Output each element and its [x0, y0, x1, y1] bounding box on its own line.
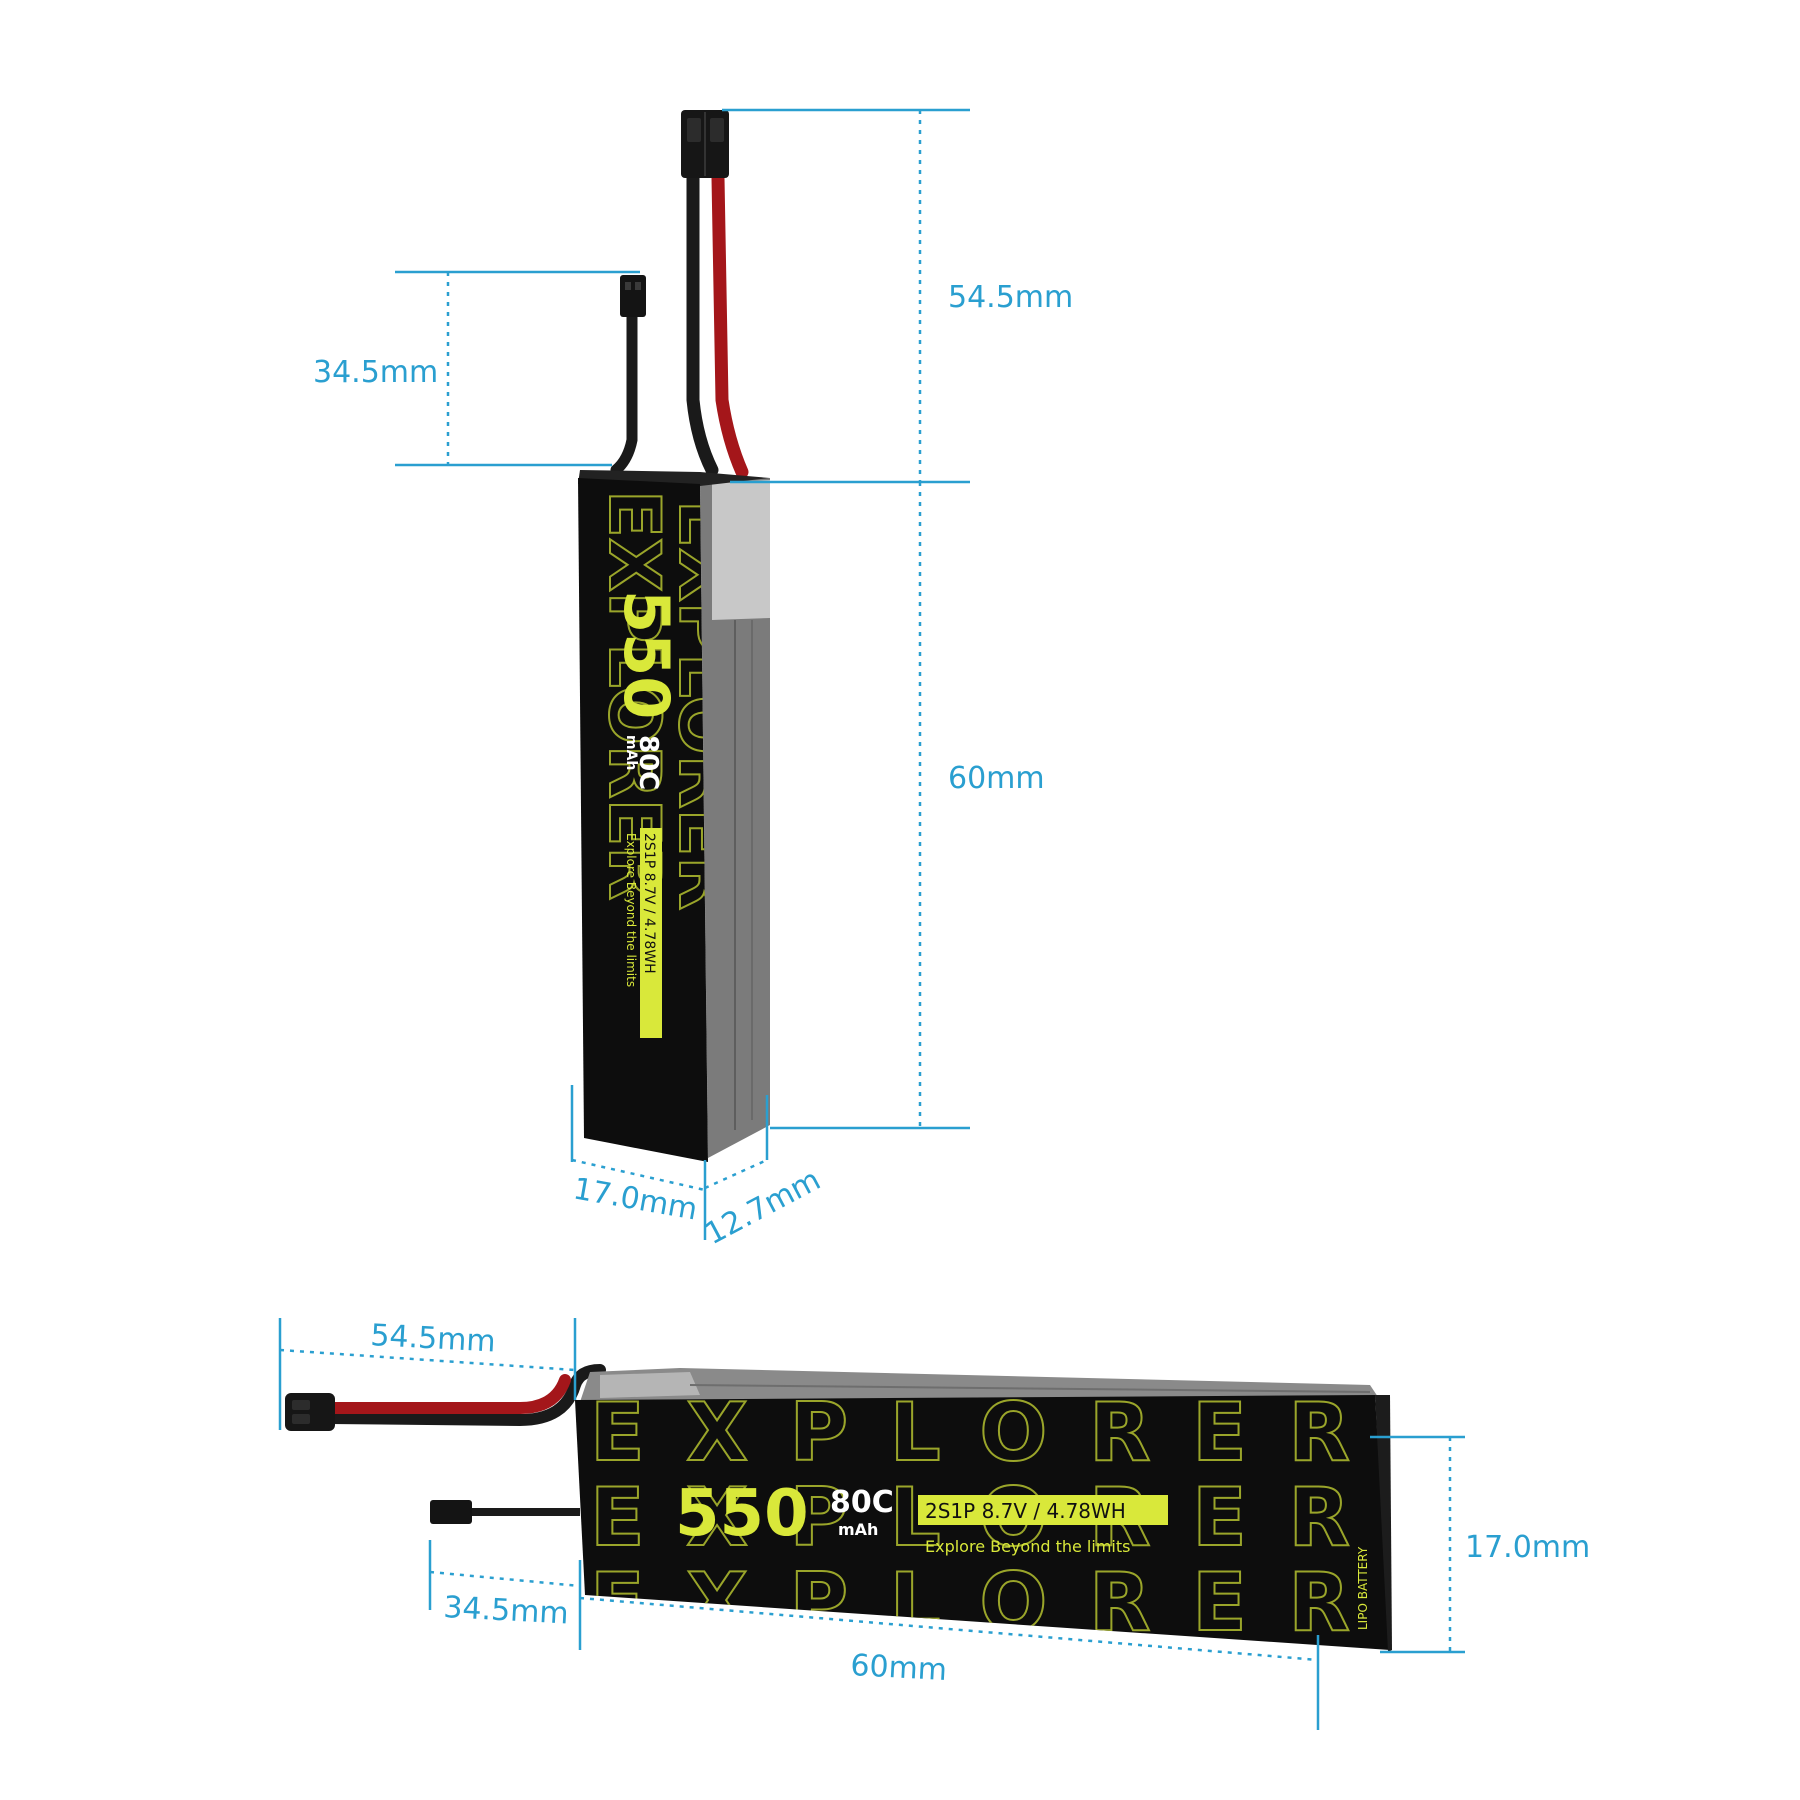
horizontal-main-lead-length: 54.5mm	[370, 1318, 497, 1360]
horizontal-height: 17.0mm	[1465, 1530, 1590, 1565]
balance-connector	[620, 275, 646, 317]
horizontal-dimensions	[278, 1318, 1465, 1730]
balance-lead-wire	[610, 310, 638, 476]
main-lead-black-wire	[686, 171, 719, 477]
vertical-battery-view: EXPLORER EXPLORER EXPLORER 550 80C mAh 2…	[578, 110, 770, 1162]
main-lead-red-wire	[711, 171, 749, 479]
h-slogan: Explore Beyond the limits	[925, 1537, 1130, 1556]
h-capacity: 550	[675, 1477, 809, 1551]
front-capacity-unit: mAh	[623, 735, 639, 770]
vertical-thickness: 12.7mm	[699, 1162, 826, 1252]
main-connector	[681, 110, 729, 178]
front-c-rating: 80C	[633, 735, 663, 790]
front-spec: 2S1P 8.7V / 4.78WH	[641, 833, 657, 974]
h-c-rating: 80C	[830, 1485, 894, 1520]
front-spec-tag	[640, 828, 662, 1038]
h-battery-top-face	[580, 1368, 1380, 1402]
front-capacity: 550	[610, 590, 683, 719]
horizontal-battery-view: EXPLORER EXPLORER EXPLORER 550 80C mAh 2…	[285, 1364, 1392, 1652]
battery-front-face	[578, 478, 708, 1162]
h-spec: 2S1P 8.7V / 4.78WH	[925, 1499, 1126, 1523]
vertical-dimensions	[395, 108, 970, 1240]
h-spec-tag	[918, 1495, 1168, 1525]
horizontal-balance-lead-length: 34.5mm	[443, 1590, 570, 1632]
h-capacity-unit: mAh	[838, 1520, 878, 1539]
h-main-connector	[285, 1393, 335, 1431]
h-battery-end-cap	[1375, 1395, 1392, 1652]
vertical-width: 17.0mm	[571, 1171, 700, 1227]
vertical-main-lead-length: 54.5mm	[948, 280, 1073, 315]
svg-text:EXPLORER: EXPLORER	[663, 500, 745, 910]
horizontal-body-length: 60mm	[850, 1648, 948, 1688]
vertical-body-length: 60mm	[948, 761, 1045, 796]
h-main-lead-red-wire	[324, 1374, 571, 1414]
h-balance-connector	[430, 1500, 472, 1524]
vertical-balance-lead-length: 34.5mm	[313, 355, 438, 390]
front-slogan: Explore Beyond the limits	[624, 833, 638, 987]
h-side-label: LIPO BATTERY	[1356, 1546, 1370, 1630]
